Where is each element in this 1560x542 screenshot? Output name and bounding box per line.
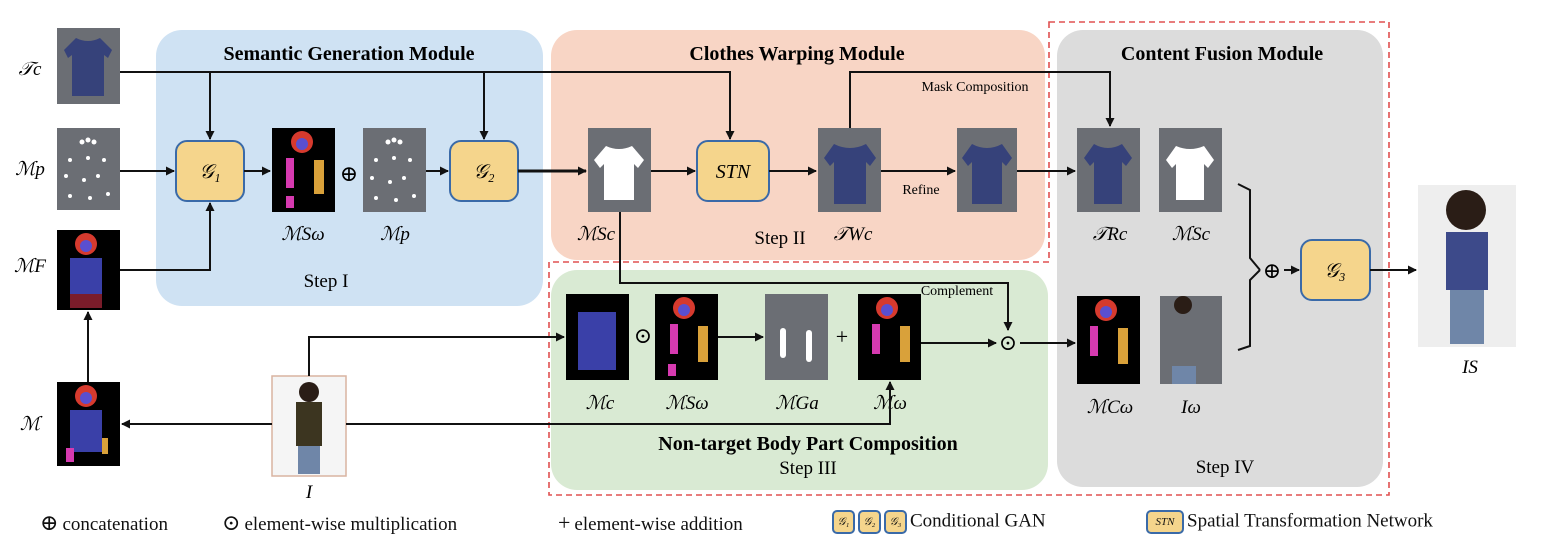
refined-image (957, 128, 1017, 212)
refine-label: Refine (902, 183, 939, 198)
mult-op-2: ⊙ (999, 330, 1017, 355)
step-4: Step IV (1196, 457, 1255, 478)
concat-op-2: ⊕ (1263, 258, 1281, 283)
mag-image (765, 294, 828, 380)
legend-add-text: element-wise addition (574, 514, 743, 535)
mws-image (272, 128, 335, 212)
mult-op-1: ⊙ (634, 323, 652, 348)
g2-box: 𝒢₂ (449, 140, 519, 202)
mcs2-image (1159, 128, 1222, 212)
mcs2-label: ℳSc (1172, 224, 1211, 245)
legend-mult-symbol: ⊙ (222, 510, 241, 535)
connectors (83, 71, 1417, 429)
legend-g2-box: 𝒢₂ (858, 510, 881, 534)
legend-mult-text: element-wise multiplication (244, 514, 458, 535)
mp-image (57, 128, 120, 210)
legend-gan-text: Conditional GAN (910, 510, 1046, 532)
legend-concat: ⊕concatenation (40, 510, 168, 536)
legend-add-symbol: + (558, 510, 571, 535)
warping-title: Clothes Warping Module (689, 43, 904, 65)
m-image (57, 382, 120, 466)
legend-concat-text: concatenation (62, 514, 168, 535)
stn-box: STN (696, 140, 770, 202)
mws2-label: ℳSω (665, 393, 708, 414)
i-image (271, 375, 347, 477)
legend-add: +element-wise addition (558, 510, 743, 536)
is-label: IS (1461, 357, 1478, 378)
step-1: Step I (304, 271, 349, 292)
g3-box: 𝒢₃ (1300, 239, 1371, 301)
svg-text:STN: STN (716, 161, 752, 183)
nontarget-title: Non-target Body Part Composition (658, 433, 957, 455)
svg-text:𝒢₂: 𝒢₂ (473, 161, 494, 183)
diagram: Semantic Generation Module Clothes Warpi… (14, 21, 1516, 503)
mag-label: ℳGa (775, 393, 819, 414)
iw-label: Iω (1180, 397, 1201, 418)
mf-image (57, 230, 120, 310)
legend-g1-box: 𝒢₁ (832, 510, 855, 534)
semantic-title: Semantic Generation Module (223, 43, 474, 65)
tcw-image (818, 128, 881, 212)
add-op: + (836, 324, 848, 349)
mp-label: ℳp (15, 159, 45, 180)
legend-stn-text: Spatial Transformation Network (1187, 510, 1433, 532)
step-3: Step III (779, 458, 837, 479)
semantic-module-bg (156, 30, 543, 306)
is-image (1418, 185, 1516, 347)
tcr-label: 𝒯Rc (1093, 224, 1128, 245)
tc-image (57, 28, 120, 104)
g1-box: 𝒢₁ (175, 140, 245, 202)
tcw-label: 𝒯Wc (834, 224, 873, 245)
legend-concat-symbol: ⊕ (40, 510, 59, 535)
step-2: Step II (754, 228, 805, 249)
mf-label: ℳF (14, 256, 46, 277)
warping-module-bg (551, 30, 1045, 260)
concat-op-1: ⊕ (340, 161, 358, 186)
legend: ⊕concatenation ⊙element-wise multiplicat… (0, 506, 1560, 542)
legend-g3-box: 𝒢₃ (884, 510, 907, 534)
m-label: ℳ (20, 414, 43, 435)
fusion-title: Content Fusion Module (1121, 43, 1323, 65)
dashed-outline (548, 21, 1390, 496)
iw-image (1160, 296, 1222, 384)
tc-label: 𝒯c (19, 59, 43, 80)
complement-label: Complement (921, 284, 993, 299)
mc-image (566, 294, 629, 380)
mp2-label: ℳp (380, 224, 410, 245)
mp2-image (363, 128, 426, 212)
mcs-label: ℳSc (577, 224, 616, 245)
mws-label: ℳSω (281, 224, 324, 245)
tcr-image (1077, 128, 1140, 212)
mc-label: ℳc (586, 393, 615, 414)
mws2-image (655, 294, 718, 380)
legend-mult: ⊙element-wise multiplication (222, 510, 457, 536)
i-label: I (305, 482, 314, 503)
mw-image (858, 294, 921, 380)
mwc-image (1077, 296, 1140, 384)
mwc-label: ℳCω (1087, 397, 1133, 418)
mcs-image (588, 128, 651, 212)
svg-text:𝒢₃: 𝒢₃ (1324, 260, 1345, 282)
svg-text:𝒢₁: 𝒢₁ (199, 161, 220, 183)
legend-stn-box: STN (1146, 510, 1184, 534)
mask-composition-label: Mask Composition (922, 80, 1029, 95)
